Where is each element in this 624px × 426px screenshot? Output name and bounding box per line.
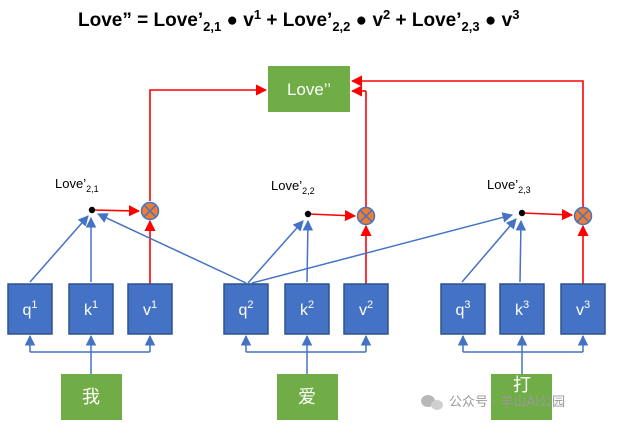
vector-box-k3: k3 — [499, 283, 545, 335]
svg-text:v3: v3 — [576, 299, 590, 319]
svg-text:v1: v1 — [143, 299, 157, 319]
wechat-icon — [421, 395, 443, 410]
vector-box-k1: k1 — [68, 283, 114, 335]
svg-text:q2: q2 — [238, 299, 253, 319]
svg-text:爱: 爱 — [298, 387, 316, 408]
vector-box-v2: v2 — [343, 283, 389, 335]
watermark: 公众号 · 羊山AI公园 — [421, 394, 565, 410]
vector-box-q1: q1 — [7, 283, 53, 335]
svg-text:我: 我 — [82, 387, 100, 408]
svg-text:v2: v2 — [359, 299, 373, 319]
weight-label-3: Love’2,3 — [487, 177, 531, 195]
svg-text:q1: q1 — [22, 299, 37, 319]
multiply-icon — [140, 201, 160, 221]
multiply-icon — [356, 206, 376, 226]
output-box — [268, 66, 350, 112]
red-connections — [91, 75, 589, 284]
weight-dot-1 — [88, 206, 96, 214]
weight-label-1: Love’2,1 — [55, 176, 99, 194]
equation-title: Love” = Love’2,1 ● v1 + Love’2,2 ● v2 + … — [78, 7, 519, 34]
word-box-2: 爱 — [277, 374, 338, 420]
svg-text:k3: k3 — [515, 299, 529, 319]
weight-dot-2 — [304, 210, 312, 218]
vector-box-v3: v3 — [560, 283, 606, 335]
watermark-text: 公众号 · 羊山AI公园 — [449, 394, 565, 410]
blue-connections — [24, 212, 589, 374]
weight-dot-3 — [518, 209, 526, 217]
vector-box-q2: q2 — [223, 283, 269, 335]
multiply-icon — [573, 206, 593, 226]
svg-text:k1: k1 — [84, 299, 98, 319]
word-box-3: 打 — [491, 374, 552, 420]
vector-box-v1: v1 — [127, 283, 173, 335]
svg-text:k2: k2 — [300, 299, 314, 319]
svg-text:打: 打 — [513, 375, 531, 396]
weight-label-2: Love’2,2 — [271, 178, 315, 196]
vector-box-q3: q3 — [440, 283, 486, 335]
output-label: Love’’ — [287, 80, 331, 99]
svg-text:q3: q3 — [455, 299, 470, 319]
vector-box-k2: k2 — [284, 283, 330, 335]
word-box-1: 我 — [61, 374, 122, 420]
